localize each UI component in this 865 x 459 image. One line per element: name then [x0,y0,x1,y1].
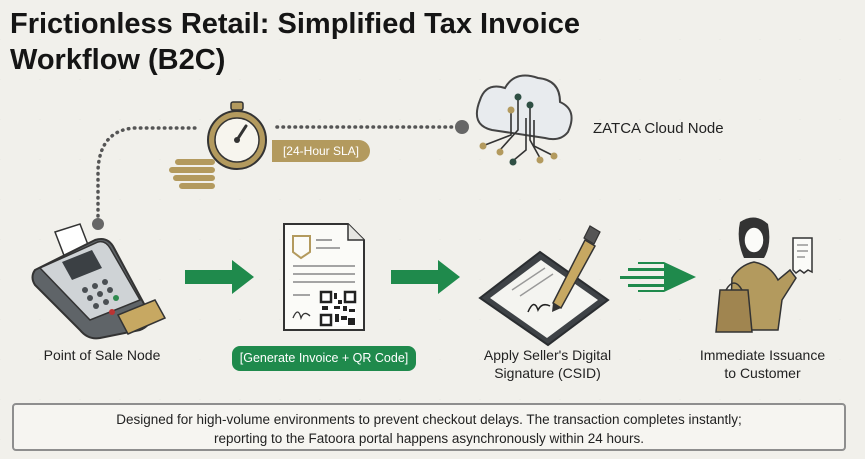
arrow-right-icon [185,260,254,294]
invoice-document-icon [283,223,365,331]
step-signature-label: Apply Seller's Digital Signature (CSID) [455,346,640,382]
title-line-2: Workflow (B2C) [10,44,226,76]
speed-arrow-icon [620,262,696,292]
step-issuance-line-2: to Customer [724,365,801,381]
customer-icon [715,217,813,333]
connector-start-dot [92,218,104,230]
step-pos-label: Point of Sale Node [43,347,161,363]
tablet-signature-icon [478,225,610,347]
sla-badge: [24-Hour SLA] [272,140,370,162]
step-signature-line-1: Apply Seller's Digital [483,347,612,363]
async-reporting-connector [96,125,460,224]
step-signature-line-2: Signature (CSID) [494,365,601,381]
connector-end-dot [455,120,469,134]
step-issuance-line-1: Immediate Issuance [699,347,826,363]
cloud-icon [476,74,573,166]
step-generate-invoice-label: [Generate Invoice + QR Code] [232,346,416,371]
qr-code-icon [319,290,357,327]
arrow-right-icon [391,260,460,294]
pos-terminal-icon [31,223,167,340]
info-note-box: Designed for high-volume environments to… [12,403,846,451]
note-line-1: Designed for high-volume environments to… [116,412,742,427]
note-line-2: reporting to the Fatoora portal happens … [213,431,644,446]
stopwatch-icon [169,101,267,189]
page-title: Frictionless Retail: Simplified Tax Invo… [10,6,580,78]
cloud-node-label: ZATCA Cloud Node [593,120,724,137]
title-line-1: Frictionless Retail: Simplified Tax Invo… [10,8,580,40]
step-issuance-label: Immediate Issuance to Customer [680,346,845,382]
